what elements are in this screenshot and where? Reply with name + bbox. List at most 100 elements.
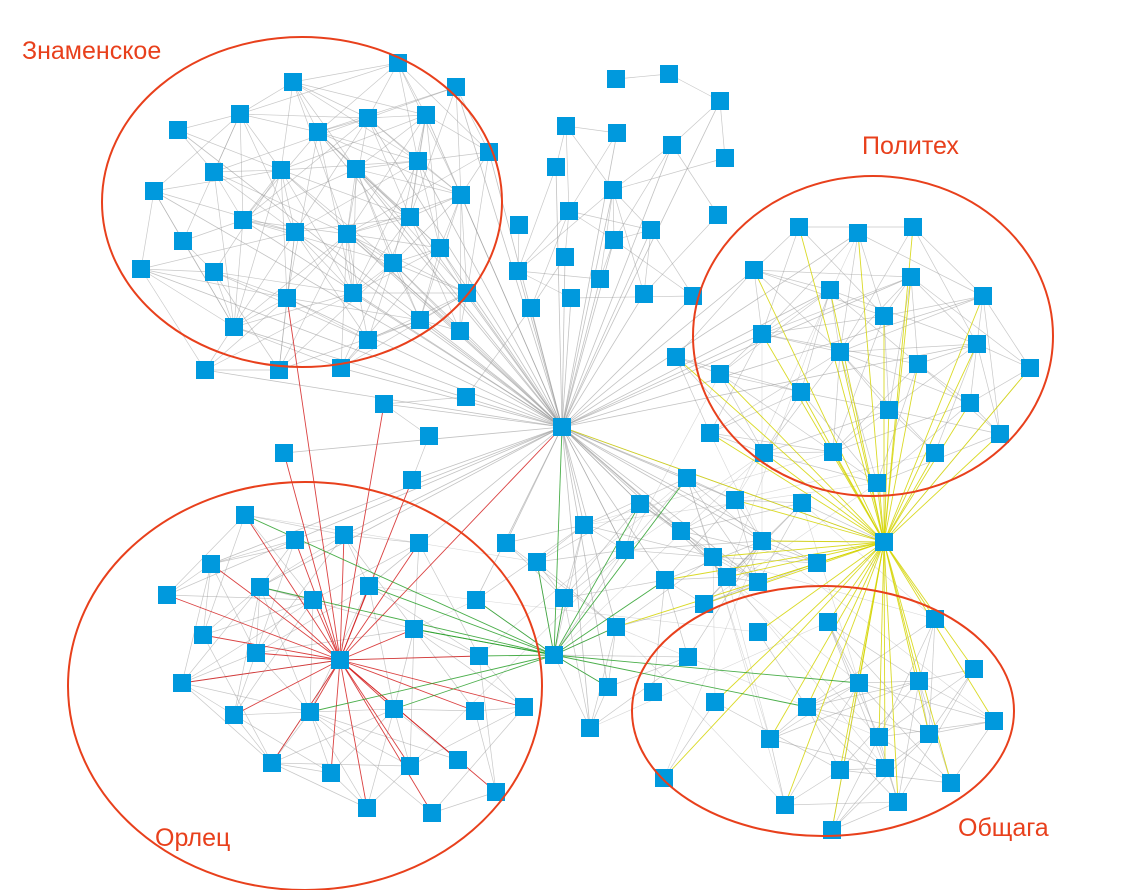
edge	[561, 293, 645, 428]
edge	[827, 621, 920, 682]
graph-node	[196, 361, 214, 379]
graph-node	[360, 577, 378, 595]
graph-node	[635, 285, 653, 303]
edge	[204, 297, 288, 371]
edge	[286, 131, 319, 299]
edge	[878, 541, 885, 738]
edge	[561, 295, 984, 428]
edge	[417, 151, 490, 162]
edge	[763, 452, 885, 543]
graph-node	[749, 573, 767, 591]
edge	[839, 343, 978, 353]
graph-node	[821, 281, 839, 299]
edge	[166, 539, 296, 596]
edge	[589, 621, 829, 729]
edge	[883, 343, 978, 543]
edge	[561, 426, 609, 688]
graph-node	[711, 365, 729, 383]
edge	[734, 452, 936, 501]
edge	[831, 801, 899, 831]
edge	[883, 541, 930, 735]
edge	[255, 539, 296, 654]
cluster-layer	[67, 36, 1054, 890]
graph-node	[909, 355, 927, 373]
edge	[140, 268, 563, 428]
edge	[233, 233, 348, 328]
edge	[563, 524, 585, 599]
edge	[857, 232, 984, 297]
edge	[239, 113, 296, 233]
edge	[343, 426, 563, 536]
graph-node	[656, 571, 674, 589]
edge	[675, 269, 755, 358]
edge	[368, 585, 480, 657]
edge	[475, 599, 555, 656]
edge-layer	[140, 62, 1031, 831]
graph-node	[452, 186, 470, 204]
edge	[969, 343, 978, 404]
edge	[244, 514, 538, 563]
edge	[202, 586, 261, 636]
edge	[210, 426, 563, 565]
graph-node	[347, 160, 365, 178]
edge	[317, 131, 563, 428]
edge	[761, 540, 995, 722]
edge	[213, 271, 354, 294]
graph-node	[509, 262, 527, 280]
edge	[213, 171, 296, 233]
edge	[233, 292, 354, 328]
edge	[553, 579, 666, 656]
edge	[561, 144, 673, 428]
graph-node	[417, 106, 435, 124]
edge	[763, 409, 890, 454]
edge	[675, 356, 711, 434]
edge	[233, 599, 314, 716]
edge	[425, 114, 490, 153]
edge	[280, 169, 563, 428]
graph-node	[423, 804, 441, 822]
edge	[829, 289, 885, 543]
graph-node	[225, 318, 243, 336]
edge	[712, 556, 818, 564]
edge	[368, 585, 555, 656]
edge	[918, 668, 975, 682]
edge	[213, 171, 235, 328]
edge	[259, 426, 563, 588]
edge	[202, 599, 314, 636]
edge	[259, 586, 311, 713]
graph-node	[808, 554, 826, 572]
edge	[675, 356, 765, 454]
edge	[561, 232, 859, 428]
edge	[419, 319, 563, 428]
cluster-outline-orlets	[67, 481, 543, 890]
edge	[478, 654, 555, 657]
edge	[561, 426, 585, 526]
edge	[714, 541, 885, 703]
edge	[383, 396, 467, 405]
edge	[466, 151, 490, 294]
edge	[536, 561, 555, 656]
cluster-label-obshchaga: Общага	[958, 814, 1049, 842]
edge	[839, 541, 885, 771]
cluster-outline-znamenskoe	[101, 36, 503, 368]
graph-node	[205, 163, 223, 181]
graph-node	[309, 123, 327, 141]
edge	[806, 618, 936, 708]
edge	[153, 190, 296, 233]
graph-node	[591, 270, 609, 288]
edge	[280, 169, 296, 233]
edge	[536, 561, 617, 628]
edge	[612, 189, 645, 295]
edge	[976, 343, 1001, 435]
edge	[339, 659, 476, 712]
edge	[413, 628, 476, 712]
edge	[839, 351, 885, 543]
edge	[182, 219, 244, 242]
edge	[839, 226, 914, 353]
graph-node	[338, 225, 356, 243]
edge	[271, 762, 411, 767]
edge	[459, 330, 563, 428]
edge	[233, 659, 341, 716]
edge	[352, 160, 419, 294]
edge	[177, 129, 563, 428]
